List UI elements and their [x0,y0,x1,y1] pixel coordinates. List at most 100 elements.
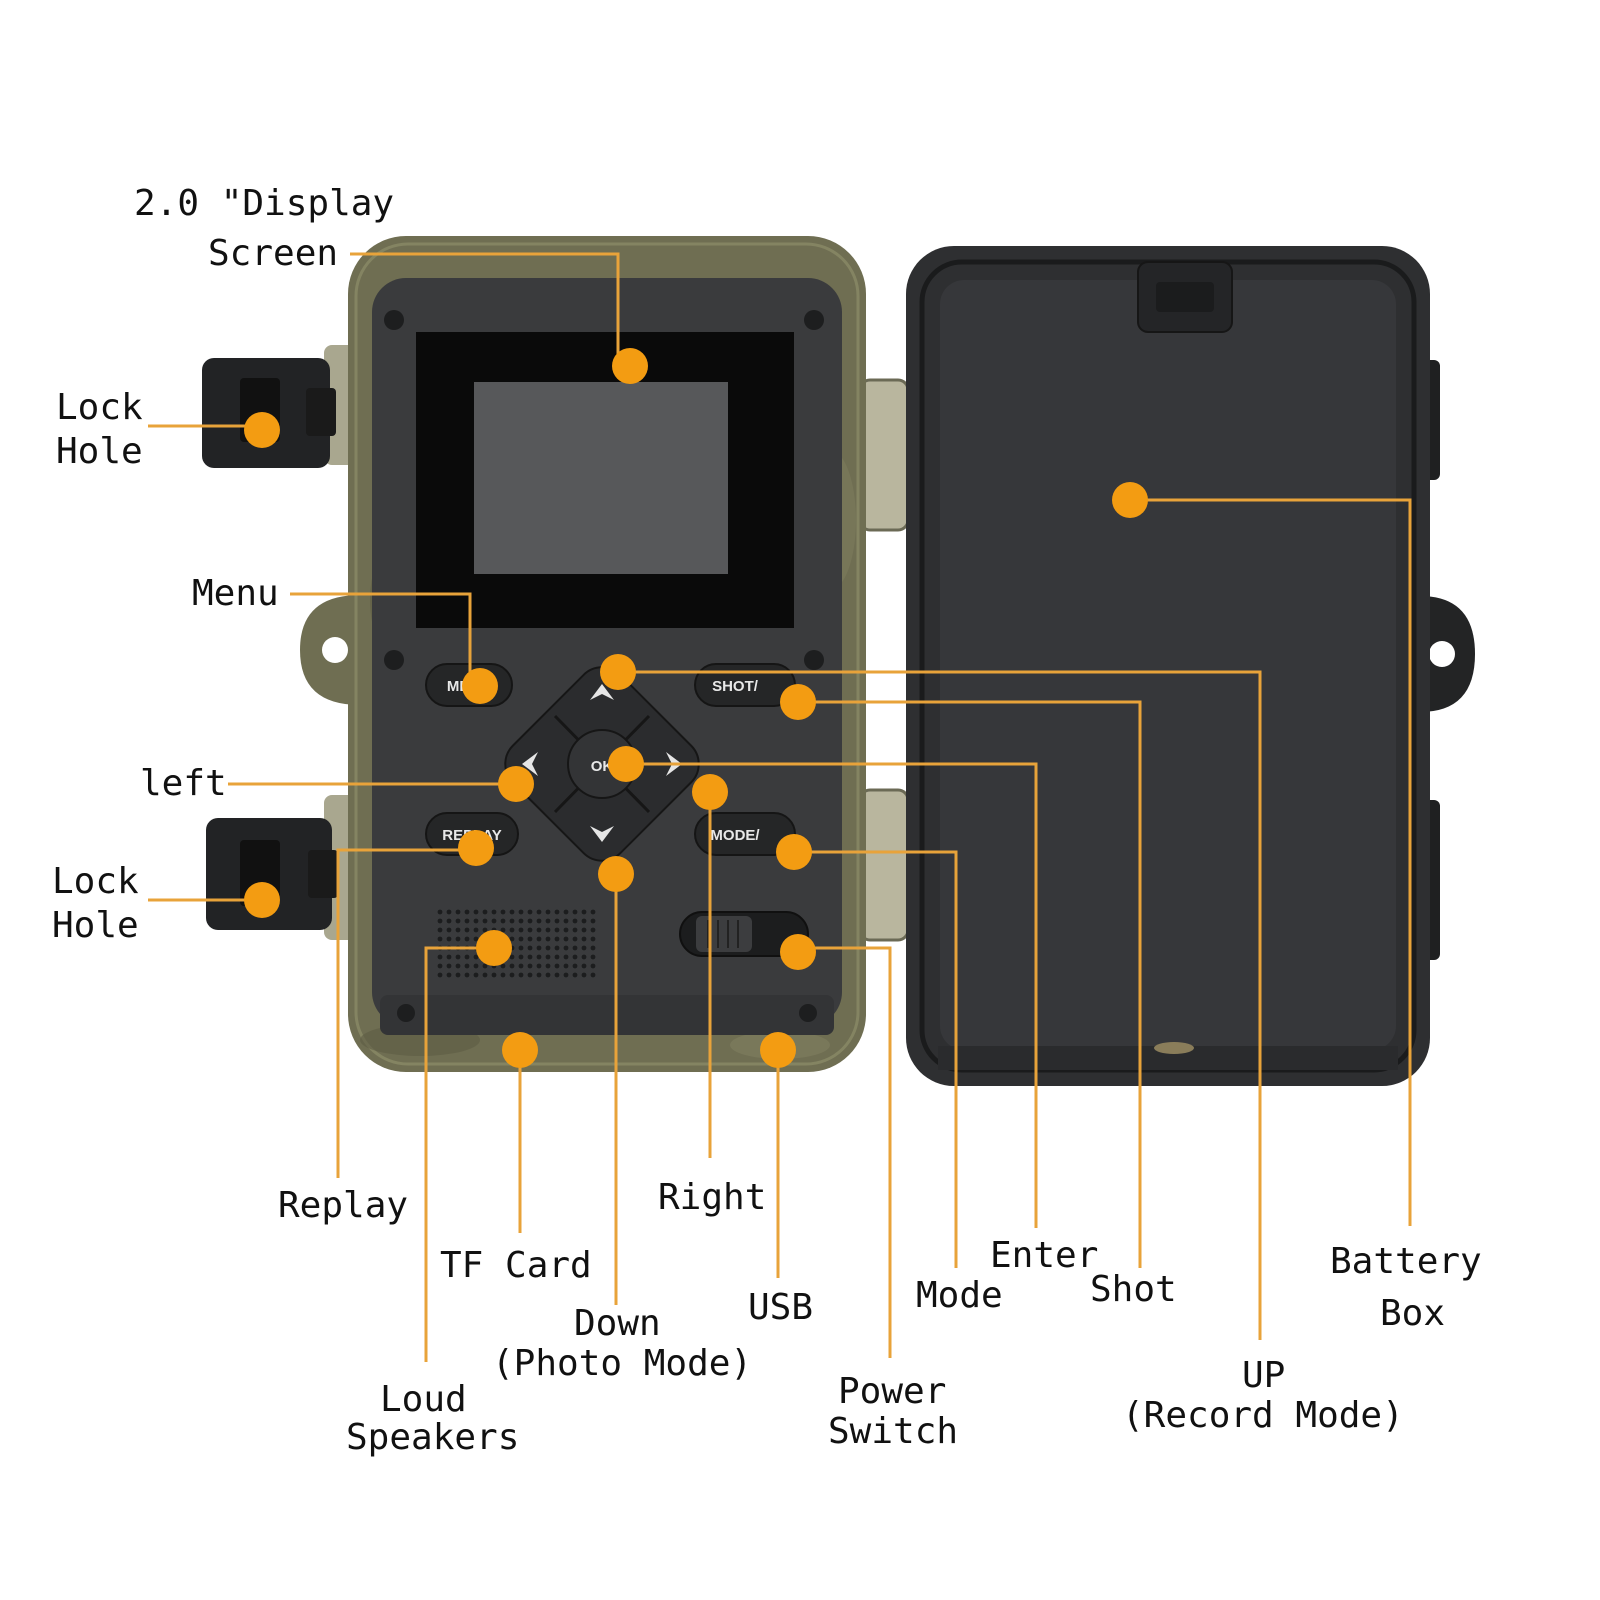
speaker-hole [527,909,533,915]
speaker-hole [446,936,452,942]
speaker-hole [473,927,479,933]
label-usb: USB [748,1287,814,1328]
speaker-hole [590,954,596,960]
speaker-hole [473,954,479,960]
speaker-hole [554,936,560,942]
leader-up [618,670,1262,1340]
speaker-hole [527,936,533,942]
marker-up [600,654,636,690]
up-button[interactable] [590,684,614,700]
speaker-hole [536,945,542,951]
speaker-hole [473,918,479,924]
speaker-hole [572,963,578,969]
label-lock-hole-bottom-line2: Hole [52,905,139,946]
left-arrow-icon [522,752,538,776]
label-enter: Enter [990,1235,1099,1276]
up-arrow-icon [590,684,614,700]
speaker-hole [590,918,596,924]
leader-battery [1130,498,1412,1226]
label-battery-box-line1: Battery [1330,1241,1482,1282]
speaker-hole [554,909,560,915]
speaker-hole [545,972,551,978]
speaker-hole [554,963,560,969]
speaker-hole [590,972,596,978]
speaker-hole [581,936,587,942]
marker-left [498,766,534,802]
speaker-hole [509,954,515,960]
speaker-hole [437,909,443,915]
label-display-line2: Screen [208,233,339,274]
speaker-hole [455,927,461,933]
label-lock-hole-bottom-line1: Lock [52,861,139,902]
speaker-hole [464,963,470,969]
label-tf-card: TF Card [440,1245,592,1286]
speaker-hole [572,936,578,942]
marker-tf-card [502,1032,538,1068]
battery-cover [906,246,1475,1086]
marker-lock-bottom [244,882,280,918]
speaker-hole [509,918,515,924]
label-right: Right [658,1177,767,1218]
speaker-hole [536,954,542,960]
mode-button[interactable]: MODE/ [694,812,796,856]
speaker-hole [581,945,587,951]
speaker-hole [446,909,452,915]
left-button[interactable] [522,752,538,776]
speaker-hole [437,918,443,924]
speaker-hole [509,963,515,969]
leader-power [798,946,892,1358]
marker-menu [462,668,498,704]
label-loud-speakers-line1: Loud [380,1379,467,1420]
speaker-hole [500,972,506,978]
speaker-hole [581,909,587,915]
speaker-hole [590,927,596,933]
speaker-hole [518,927,524,933]
speaker-hole [545,954,551,960]
speaker-hole [563,918,569,924]
label-left: left [140,763,227,804]
speaker-hole [509,972,515,978]
label-up-line1: UP [1242,1355,1286,1396]
speaker-hole [581,918,587,924]
marker-enter [608,746,644,782]
ok-button-text: OK [591,758,614,775]
label-battery-box-line2: Box [1380,1293,1446,1334]
label-down-line2: (Photo Mode) [492,1343,753,1384]
label-mode: Mode [916,1275,1003,1316]
speaker-hole [590,963,596,969]
label-power-switch-line1: Power [838,1371,947,1412]
down-arrow-icon [590,826,614,842]
speaker-hole [464,954,470,960]
speaker-hole [572,927,578,933]
leader-speakers [424,946,496,1362]
speaker-hole [554,945,560,951]
ok-button[interactable]: OK [567,729,637,799]
speaker-hole [563,945,569,951]
label-power-switch-line2: Switch [828,1411,959,1452]
speaker-hole [446,963,452,969]
speaker-hole [455,909,461,915]
label-display-line1: 2.0 "Display [134,183,395,224]
leader-display [350,252,620,362]
speaker-hole [590,945,596,951]
speaker-hole [518,963,524,969]
label-up-line2: (Record Mode) [1122,1395,1404,1436]
speaker-hole [500,918,506,924]
display-screen [416,332,794,628]
speaker-hole [518,909,524,915]
speaker-hole [563,909,569,915]
label-loud-speakers-line2: Speakers [346,1417,520,1458]
speaker-hole [590,936,596,942]
speaker-hole [464,918,470,924]
speaker-hole [572,918,578,924]
speaker-hole [509,927,515,933]
down-button[interactable] [590,826,614,842]
speaker-hole [527,918,533,924]
speaker-hole [446,918,452,924]
speaker-hole [446,972,452,978]
shot-button[interactable]: SHOT/ [694,663,796,707]
speaker-hole [563,954,569,960]
marker-battery [1112,482,1148,518]
